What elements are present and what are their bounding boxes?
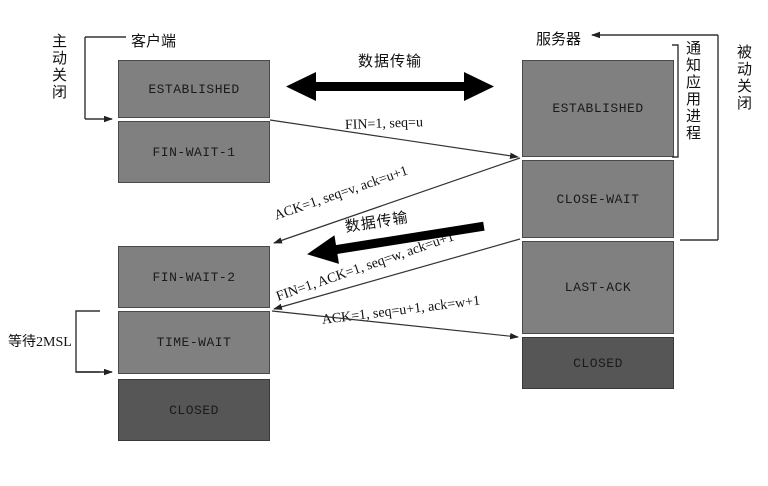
data-transfer-label-bottom: 数据传输 [343,210,410,236]
server-state-close-wait: CLOSE-WAIT [522,160,674,238]
client-state-established: ESTABLISHED [118,60,270,118]
server-title: 服务器 [536,32,582,48]
server-state-established-label: ESTABLISHED [552,101,644,116]
client-state-fin-wait-2: FIN-WAIT-2 [118,246,270,308]
notify-app-process-note: 通知应用进程 [684,40,700,142]
message-label-fin-1: FIN=1, seq=u [344,115,424,133]
server-state-last-ack-label: LAST-ACK [564,280,632,295]
server-state-close-wait-label: CLOSE-WAIT [556,191,640,207]
client-state-fin-wait-1: FIN-WAIT-1 [118,121,270,183]
server-state-closed-label: CLOSED [573,355,623,371]
client-state-time-wait-label: TIME-WAIT [156,335,232,350]
client-state-fin-wait-2-label: FIN-WAIT-2 [152,269,236,285]
wait-2msl-label: 等待2MSL [8,335,72,350]
client-state-fin-wait-1-label: FIN-WAIT-1 [152,144,236,160]
data-transfer-label-top: 数据传输 [358,54,423,70]
passive-close-note: 被动关闭 [735,44,751,112]
message-label-final-ack: ACK=1, seq=u+1, ack=w+1 [321,293,481,328]
client-state-closed-label: CLOSED [169,402,219,418]
server-state-closed: CLOSED [522,337,674,389]
active-close-note: 主动关闭 [50,33,66,101]
data-transfer-arrow-top [286,72,494,101]
server-state-last-ack: LAST-ACK [522,241,674,334]
server-state-established: ESTABLISHED [522,60,674,157]
client-state-established-label: ESTABLISHED [148,81,240,97]
client-state-time-wait: TIME-WAIT [118,311,270,374]
client-title: 客户端 [131,34,177,50]
client-state-closed: CLOSED [118,379,270,441]
wait-2msl-bracket [75,310,100,373]
message-label-fin-ack: FIN=1, ACK=1, seq=w, ack=u+1 [274,229,457,305]
